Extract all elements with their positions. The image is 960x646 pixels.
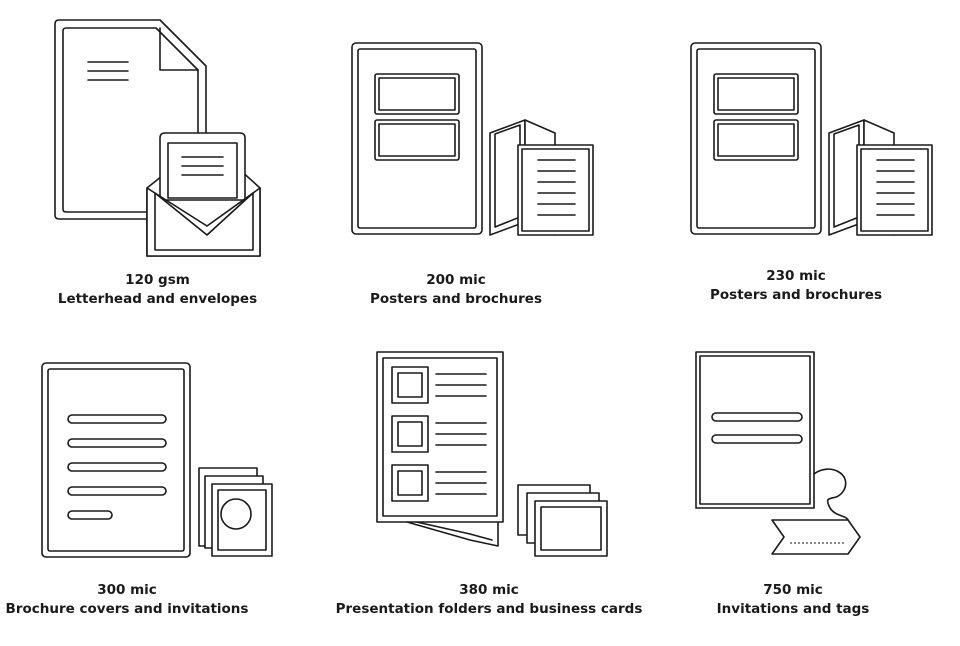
caption-300: 300 mic Brochure covers and invitations	[0, 581, 254, 619]
weight-label: 120 gsm	[125, 272, 190, 288]
caption-200: 200 mic Posters and brochures	[330, 271, 582, 309]
caption-380: 380 mic Presentation folders and busines…	[330, 581, 648, 619]
use-label: Letterhead and envelopes	[57, 291, 258, 307]
weight-label: 200 mic	[426, 272, 486, 288]
caption-230: 230 mic Posters and brochures	[670, 267, 922, 305]
use-label: Posters and brochures	[710, 287, 882, 303]
use-label: Presentation folders and business cards	[335, 601, 643, 617]
use-label: Posters and brochures	[370, 291, 542, 307]
use-label: Invitations and tags	[716, 601, 870, 617]
weight-label: 230 mic	[766, 268, 826, 284]
caption-750: 750 mic Invitations and tags	[690, 581, 896, 619]
caption-120: 120 gsm Letterhead and envelopes	[40, 271, 275, 309]
weight-label: 380 mic	[459, 582, 519, 598]
use-label: Brochure covers and invitations	[5, 601, 249, 617]
weight-label: 750 mic	[763, 582, 823, 598]
weight-label: 300 mic	[97, 582, 157, 598]
